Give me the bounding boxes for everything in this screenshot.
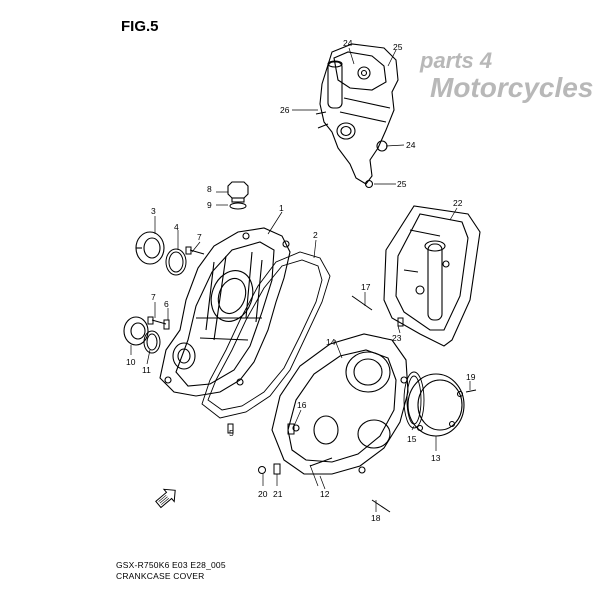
callout-18: 18 (371, 513, 381, 523)
callout-15: 15 (407, 434, 417, 444)
o-ring-part-9 (229, 202, 247, 210)
side-cover-part-22 (383, 205, 481, 347)
front-direction-arrow-icon (155, 488, 176, 509)
crankcase-cover-part-1 (159, 227, 291, 397)
gasket-part-2 (201, 251, 331, 419)
bolt-head-part-7-upper (185, 246, 192, 255)
watermark-logo: parts 4 Motorcycles (419, 48, 593, 103)
cover-gasket-part-15 (403, 371, 425, 429)
callout-2: 2 (313, 230, 318, 240)
callout-8: 8 (207, 184, 212, 194)
callout-25-lower: 25 (397, 179, 407, 189)
callout-13: 13 (431, 453, 441, 463)
callout-24-upper: 24 (343, 38, 353, 48)
oil-filler-plug-part-8 (227, 181, 249, 203)
callout-labels: 1 2 3 4 5 6 7 7 8 9 10 11 12 13 14 15 16… (126, 38, 476, 523)
o-ring-part-11 (143, 330, 161, 354)
bolt-part-12 (309, 457, 333, 467)
bolt-part-17 (351, 295, 373, 311)
dowel-part-16 (287, 423, 295, 435)
callout-12: 12 (320, 489, 330, 499)
callout-5: 5 (229, 428, 234, 438)
upper-cover-part (315, 43, 399, 189)
callout-4: 4 (174, 222, 179, 232)
callout-7-lower: 7 (151, 292, 156, 302)
watermark-line1: parts 4 (419, 48, 492, 73)
o-ring-part-4 (165, 248, 187, 276)
dowel-part-5 (227, 423, 234, 434)
callout-23: 23 (392, 333, 402, 343)
callout-17: 17 (361, 282, 371, 292)
clutch-cover-part-14 (271, 333, 409, 475)
figure-title: FIG.5 (121, 18, 159, 35)
callout-7-upper: 7 (197, 232, 202, 242)
oil-seal-part-3 (135, 231, 165, 265)
callout-10: 10 (126, 357, 136, 367)
callout-26: 26 (280, 105, 290, 115)
dowel-part-23 (397, 317, 404, 327)
callout-1: 1 (279, 203, 284, 213)
leader-lines (130, 47, 471, 512)
diagram-caption: CRANKCASE COVER (116, 571, 205, 581)
callout-16: 16 (297, 400, 307, 410)
callout-21: 21 (273, 489, 283, 499)
callout-25-upper: 25 (393, 42, 403, 52)
fasteners (147, 246, 477, 513)
callout-22: 22 (453, 198, 463, 208)
dowel-part-6 (163, 319, 170, 330)
callout-6: 6 (164, 299, 169, 309)
oil-seal-part-10 (123, 316, 149, 346)
callout-11: 11 (142, 365, 151, 375)
callout-19: 19 (466, 372, 476, 382)
callout-9: 9 (207, 200, 212, 210)
bolt-part-18 (371, 499, 391, 513)
model-code-caption: GSX-R750K6 E03 E28_005 (116, 560, 226, 570)
cover-cap-part-13 (407, 373, 465, 437)
watermark-line2: Motorcycles (430, 72, 593, 103)
callout-14: 14 (326, 337, 336, 347)
washer-part-20 (258, 466, 266, 474)
bolt-part-7-upper (189, 249, 205, 255)
bolt-head-part-7-lower (147, 316, 154, 325)
plug-part-21 (273, 463, 281, 475)
callout-20: 20 (258, 489, 268, 499)
callout-24-lower: 24 (406, 140, 416, 150)
callout-3: 3 (151, 206, 156, 216)
bolt-part-19 (465, 389, 477, 393)
